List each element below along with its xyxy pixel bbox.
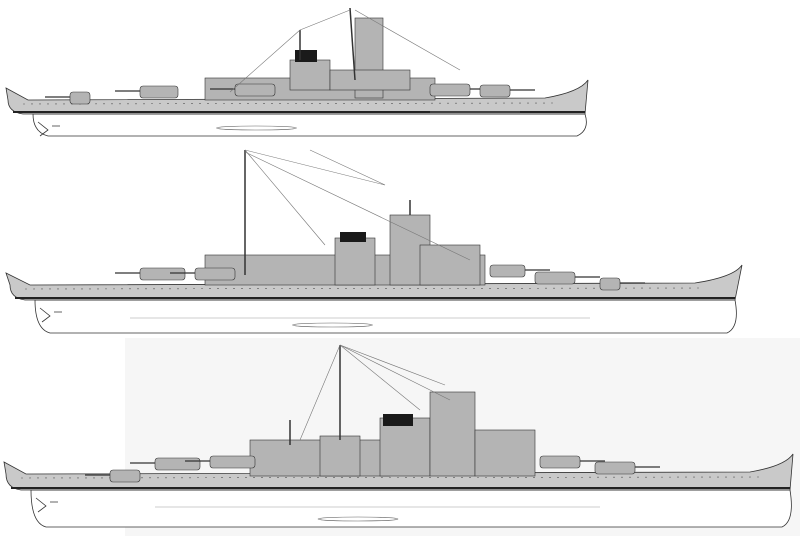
gun-turret (479, 84, 511, 98)
gun-turret (539, 455, 581, 469)
gun-turret (209, 455, 256, 469)
ship-profile-2 (5, 149, 743, 334)
rigging-line (339, 344, 451, 401)
gun-turret (489, 264, 526, 278)
gun-turret (109, 469, 141, 483)
rigging-line (244, 149, 326, 246)
rigging-line (309, 149, 386, 186)
rigging-line (339, 344, 421, 411)
funnel-cap (383, 414, 413, 426)
gun-turret (599, 277, 621, 291)
keel-outline (317, 516, 399, 522)
portholes (20, 476, 761, 479)
keel-outline (292, 322, 373, 328)
funnel-cap (295, 50, 317, 62)
underwater-hull (32, 113, 587, 137)
gun-turret (594, 461, 636, 475)
hull (5, 79, 589, 115)
hull (3, 452, 794, 491)
rigging-line (354, 9, 461, 71)
gun-turret (429, 83, 471, 97)
rigging-line (339, 344, 446, 386)
gun-turret (534, 271, 576, 285)
gun-turret (154, 457, 201, 471)
portholes (22, 102, 556, 105)
underwater-hull (34, 299, 737, 334)
rigging-line (244, 149, 386, 186)
mast (349, 7, 356, 81)
ship-profile-3 (3, 344, 794, 528)
rigging-line (299, 344, 341, 441)
rigging-line (244, 151, 471, 261)
superstructure (289, 59, 331, 91)
gun-turret (139, 85, 179, 99)
superstructure (334, 237, 376, 286)
superstructure (419, 244, 481, 286)
gun-turret (194, 267, 236, 281)
underwater-hull (30, 489, 792, 528)
superstructure (429, 391, 476, 477)
gun-turret (139, 267, 186, 281)
rigging-line (229, 29, 301, 93)
keel-outline (216, 125, 297, 131)
gun-turret (69, 91, 91, 105)
superstructure (474, 429, 536, 477)
propeller-rudder (39, 307, 62, 323)
superstructure (329, 69, 411, 91)
superstructure (379, 417, 431, 477)
propeller-rudder (37, 121, 60, 137)
ship-profile-1 (5, 7, 589, 137)
rigging-line (299, 9, 351, 31)
superstructure (319, 435, 361, 477)
hull (5, 264, 743, 301)
propeller-rudder (35, 497, 58, 513)
portholes (24, 287, 706, 290)
gun-turret (234, 83, 276, 97)
funnel-cap (340, 232, 366, 242)
